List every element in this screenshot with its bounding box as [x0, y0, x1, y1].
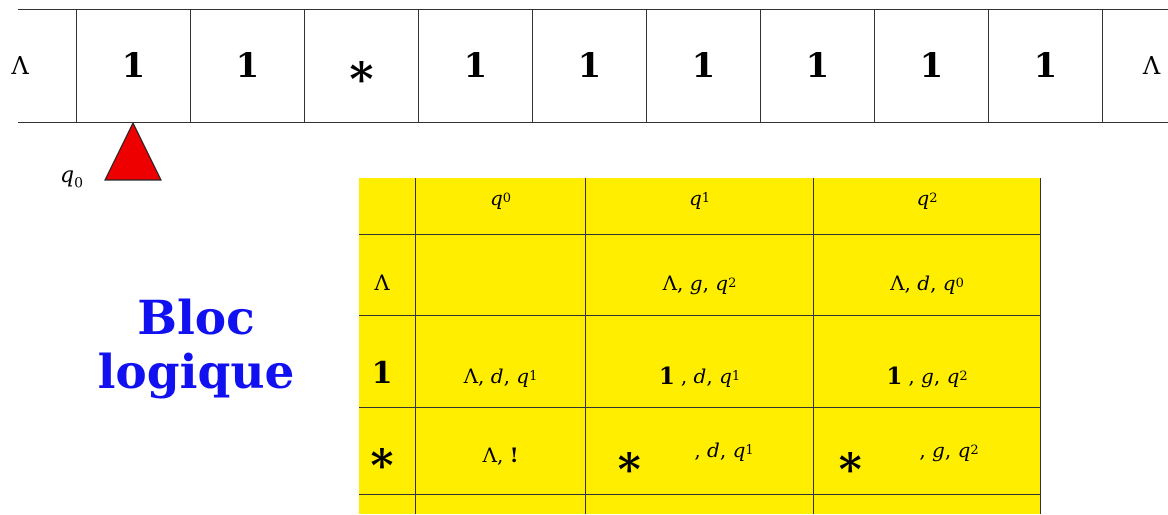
tape-separator [532, 9, 533, 122]
tape-separator [190, 9, 191, 122]
row-label-star: ∗ [366, 431, 398, 483]
table-rule [359, 315, 1041, 316]
tape-cell-10: Λ [1142, 51, 1161, 80]
table-rule [813, 178, 814, 514]
head-state-label: q0 [60, 163, 84, 192]
tape-cell-6: 1 [691, 45, 716, 86]
turing-tape: Λ 1 1 ∗ 1 1 1 1 1 1 Λ [0, 0, 1168, 124]
tape-separator [418, 9, 419, 122]
tape-separator [988, 9, 989, 122]
title-line-1: Bloc [137, 291, 255, 346]
table-rule [585, 178, 586, 514]
tape-separator [76, 9, 77, 122]
tape-cell-0: Λ [11, 51, 29, 80]
tape-cell-1: 1 [121, 45, 146, 86]
tape-cell-3: ∗ [345, 42, 378, 97]
tape-separator [1102, 9, 1103, 122]
tape-top-border [18, 9, 1168, 10]
tape-head-triangle-icon [104, 122, 162, 181]
tape-cell-4: 1 [463, 45, 488, 86]
tape-cell-8: 1 [919, 45, 944, 86]
tape-separator [304, 9, 305, 122]
tape-cell-7: 1 [805, 45, 830, 86]
row-label-one: 1 [371, 355, 393, 391]
cell-star-q0: Λ, ! [482, 443, 519, 467]
cell-star-q1-write: ∗ [614, 436, 645, 487]
cell-blank-q0 [416, 258, 585, 308]
row-label-blank: Λ [374, 271, 390, 295]
tape-cell-9: 1 [1033, 45, 1058, 86]
table-rule [415, 178, 416, 514]
title-line-2: logique [97, 345, 295, 400]
tape-separator [646, 9, 647, 122]
tape-cell-5: 1 [577, 45, 602, 86]
cell-star-q2-write: ∗ [835, 436, 866, 487]
table-rule [359, 494, 1041, 495]
tape-cell-2: 1 [235, 45, 260, 86]
tape-bottom-border [18, 122, 1168, 123]
table-rule [359, 234, 1041, 235]
tape-separator [760, 9, 761, 122]
table-rule [1040, 178, 1041, 514]
bloc-logique-title: Bloc logique [60, 292, 332, 400]
tape-separator [874, 9, 875, 122]
table-rule [359, 407, 1041, 408]
